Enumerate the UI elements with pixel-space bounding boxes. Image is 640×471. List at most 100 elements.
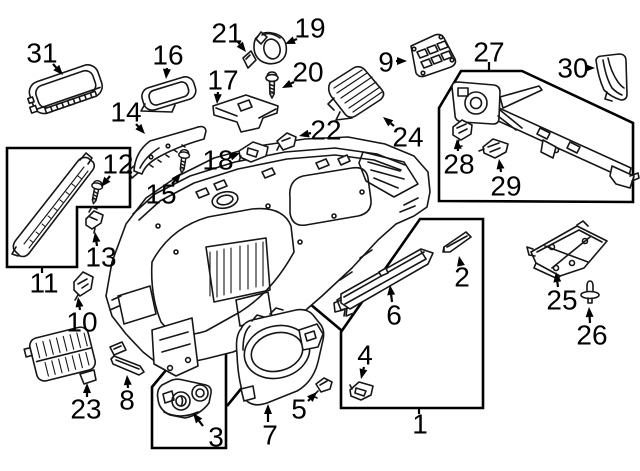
callout-15-label[interactable]: 15 <box>145 179 176 210</box>
callout-13[interactable]: 13 <box>85 232 117 273</box>
callout-21-label[interactable]: 21 <box>211 18 242 49</box>
callout-30-label[interactable]: 30 <box>557 53 588 84</box>
callout-2[interactable]: 2 <box>454 256 470 293</box>
callout-23[interactable]: 23 <box>70 383 102 425</box>
callout-21[interactable]: 21 <box>211 18 246 53</box>
callout-22-label[interactable]: 22 <box>310 115 341 146</box>
callout-6[interactable]: 6 <box>386 285 402 331</box>
callout-24[interactable]: 24 <box>383 117 424 153</box>
callout-19-arrowhead <box>285 36 296 44</box>
callout-30[interactable]: 30 <box>557 53 595 84</box>
callout-7-label[interactable]: 7 <box>262 420 278 451</box>
part-30-drawing <box>595 53 628 102</box>
callout-7[interactable]: 7 <box>262 404 278 451</box>
callout-21-arrowhead <box>236 41 246 52</box>
callout-19-leader <box>293 37 298 42</box>
part-21-drawing <box>242 50 257 69</box>
callout-6-leader <box>390 294 394 303</box>
callout-14[interactable]: 14 <box>110 97 145 135</box>
callout-28-label[interactable]: 28 <box>443 149 474 180</box>
callout-13-leader <box>95 241 99 247</box>
callout-23-label[interactable]: 23 <box>70 394 101 425</box>
callout-26-label[interactable]: 26 <box>576 320 607 351</box>
callout-5-label[interactable]: 5 <box>291 394 307 425</box>
callout-18[interactable]: 18 <box>202 145 240 176</box>
callout-8-label[interactable]: 8 <box>119 385 135 416</box>
part-18-drawing <box>238 141 269 163</box>
callout-9-label[interactable]: 9 <box>378 47 394 78</box>
callout-3-arrowhead <box>193 413 203 424</box>
callout-13-label[interactable]: 13 <box>85 242 116 273</box>
callouts-layer: 1234567891011121314151617181920212223242… <box>26 13 607 453</box>
callout-17[interactable]: 17 <box>207 65 239 105</box>
callout-11[interactable]: 11 <box>29 267 59 299</box>
part-3-drawing <box>156 378 212 419</box>
callout-22-arrowhead <box>299 129 310 138</box>
callout-12[interactable]: 12 <box>101 149 134 188</box>
callout-19-label[interactable]: 19 <box>294 13 325 44</box>
callout-24-label[interactable]: 24 <box>392 122 423 153</box>
callout-29-label[interactable]: 29 <box>490 171 521 202</box>
callout-31-label[interactable]: 31 <box>26 38 57 69</box>
callout-25-leader <box>556 281 560 288</box>
group-box-11 <box>5 146 132 269</box>
callout-27-label[interactable]: 27 <box>473 37 504 68</box>
callout-12-leader <box>106 175 111 180</box>
callout-14-leader <box>135 123 140 128</box>
callout-8[interactable]: 8 <box>119 375 135 416</box>
callout-11-label[interactable]: 11 <box>29 268 58 299</box>
callout-10-label[interactable]: 10 <box>66 307 97 338</box>
callout-9[interactable]: 9 <box>378 47 407 78</box>
callout-4-leader <box>362 366 366 370</box>
callout-28[interactable]: 28 <box>443 139 475 180</box>
part-31-drawing <box>26 64 104 115</box>
callout-24-leader <box>390 122 395 127</box>
callout-20-label[interactable]: 20 <box>292 57 323 88</box>
callout-3[interactable]: 3 <box>193 413 224 453</box>
callout-25[interactable]: 25 <box>546 272 578 316</box>
callout-3-label[interactable]: 3 <box>208 422 224 453</box>
callout-1[interactable]: 1 <box>412 409 428 440</box>
part-25-drawing <box>526 220 608 280</box>
callout-6-label[interactable]: 6 <box>386 300 402 331</box>
callout-20[interactable]: 20 <box>282 57 324 89</box>
callout-20-leader <box>290 81 295 85</box>
callout-24-arrowhead <box>383 117 394 127</box>
group-box-1 <box>339 217 485 410</box>
part-20-screw <box>265 71 279 99</box>
callout-16[interactable]: 16 <box>152 40 184 80</box>
callout-19[interactable]: 19 <box>285 13 326 45</box>
callout-16-arrowhead <box>162 68 171 79</box>
callout-30-arrowhead <box>585 64 595 72</box>
callout-3-leader <box>198 420 204 427</box>
callout-16-label[interactable]: 16 <box>152 40 183 71</box>
part-29-drawing <box>478 138 509 159</box>
callout-15[interactable]: 15 <box>145 173 181 210</box>
callout-2-arrowhead <box>457 256 465 267</box>
part-5-drawing <box>312 377 333 399</box>
callout-4-label[interactable]: 4 <box>357 340 373 371</box>
callout-31[interactable]: 31 <box>26 38 63 76</box>
part-11-drawing <box>11 152 96 258</box>
callout-14-label[interactable]: 14 <box>110 97 141 128</box>
part-22-drawing <box>276 132 297 151</box>
callout-4[interactable]: 4 <box>357 340 373 380</box>
callout-17-label[interactable]: 17 <box>207 65 238 96</box>
callout-27[interactable]: 27 <box>473 37 505 71</box>
callout-1-label[interactable]: 1 <box>412 409 428 440</box>
callout-2-label[interactable]: 2 <box>454 262 470 293</box>
callout-25-label[interactable]: 25 <box>546 285 577 316</box>
part-4-drawing <box>349 381 374 401</box>
callout-18-label[interactable]: 18 <box>202 145 233 176</box>
callout-26[interactable]: 26 <box>576 307 608 351</box>
callout-12-label[interactable]: 12 <box>102 149 133 180</box>
callout-26-arrowhead <box>585 307 594 318</box>
callout-29-arrowhead <box>496 159 505 170</box>
callout-22[interactable]: 22 <box>299 115 342 146</box>
callout-21-leader <box>237 41 241 45</box>
callout-29[interactable]: 29 <box>490 159 522 202</box>
callout-5-arrowhead <box>307 392 317 402</box>
callout-10[interactable]: 10 <box>66 297 98 338</box>
callout-5[interactable]: 5 <box>291 392 317 425</box>
